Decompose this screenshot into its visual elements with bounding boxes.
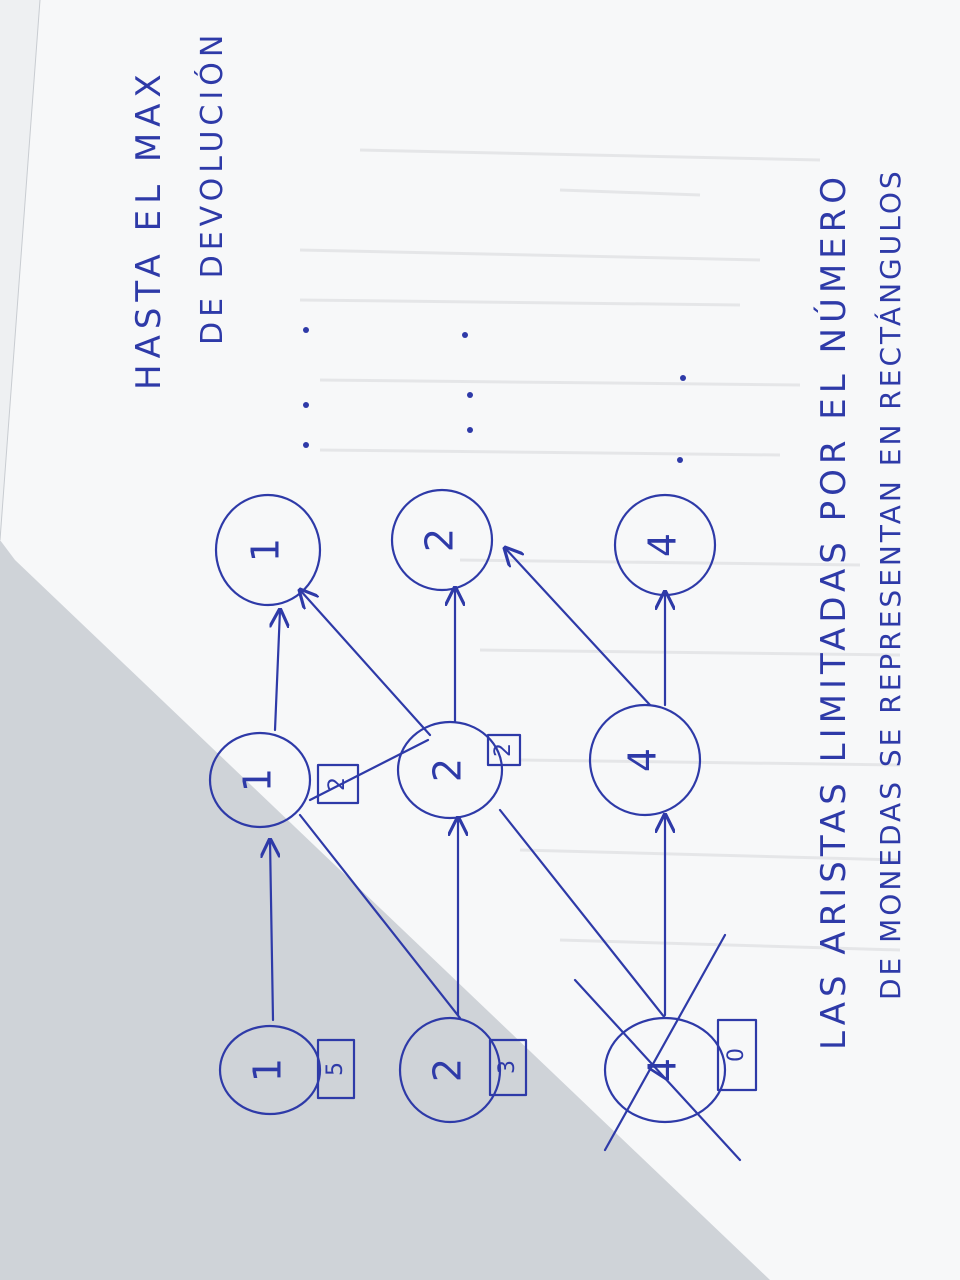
label-c1-r3: 4 [641, 1058, 685, 1082]
note-bottom-line1: LAS ARISTAS LIMITADAS POR EL NÚMERO [813, 172, 854, 1050]
note-top-line1: HASTA EL MAX [129, 68, 169, 390]
label-c3-r3: 4 [641, 533, 685, 557]
label-c3-r2: 2 [418, 528, 462, 552]
paper-edge [0, 0, 41, 541]
box-label-c1-r1: 5 [323, 1062, 348, 1076]
box-c2-r2 [486, 733, 522, 767]
edge-r2c2-r1c3 [300, 590, 432, 737]
label-c2-r3: 4 [621, 748, 665, 772]
box-c1-r3 [716, 1018, 758, 1092]
label-c3-r1: 1 [244, 538, 288, 562]
continuation-dots [303, 327, 686, 463]
node-c1-r2 [398, 1016, 502, 1124]
note-bottom-line2: DE MONEDAS SE REPRESENTAN EN RECTÁNGULOS [873, 168, 907, 1000]
label-c1-r1: 1 [246, 1058, 290, 1082]
box-c1-r1 [316, 1038, 356, 1100]
box-label-c2-r2: 2 [491, 743, 516, 757]
cross-out-line-1 [573, 978, 742, 1162]
label-c2-r1: 1 [236, 768, 280, 792]
edge-r1c2-r2c2 [308, 738, 430, 802]
edge-r3c1-r2c2 [498, 808, 667, 1020]
box-labels: 5 3 0 2 2 [323, 743, 749, 1076]
box-c2-r1 [316, 763, 360, 805]
box-label-c1-r2: 3 [495, 1060, 520, 1074]
node-c2-r3 [588, 703, 702, 817]
node-c3-r1 [214, 493, 322, 607]
node-c1-r1 [218, 1024, 322, 1116]
box-label-c2-r1: 2 [325, 777, 350, 791]
label-c2-r2: 2 [426, 758, 470, 782]
cross-out-line-2 [603, 933, 727, 1152]
box-label-c1-r3: 0 [724, 1048, 749, 1062]
note-top-line2: DE DEVOLUCIÓN [193, 30, 230, 345]
box-c1-r2 [488, 1038, 528, 1097]
label-c1-r2: 2 [426, 1058, 470, 1082]
edge-r3c2-r2c3 [505, 548, 652, 707]
node-c2-r1 [208, 731, 312, 829]
graph-edges [270, 548, 742, 1162]
edge-r1-c1-c2 [270, 840, 273, 1022]
show-through-text [299, 148, 901, 952]
coin-boxes [316, 733, 758, 1100]
edge-r1-c2-c3 [275, 610, 280, 732]
edge-r2c1-r1c2 [298, 813, 462, 1020]
node-labels: 1 2 4 1 2 4 1 2 4 [236, 528, 685, 1082]
node-c3-r2 [390, 488, 494, 592]
